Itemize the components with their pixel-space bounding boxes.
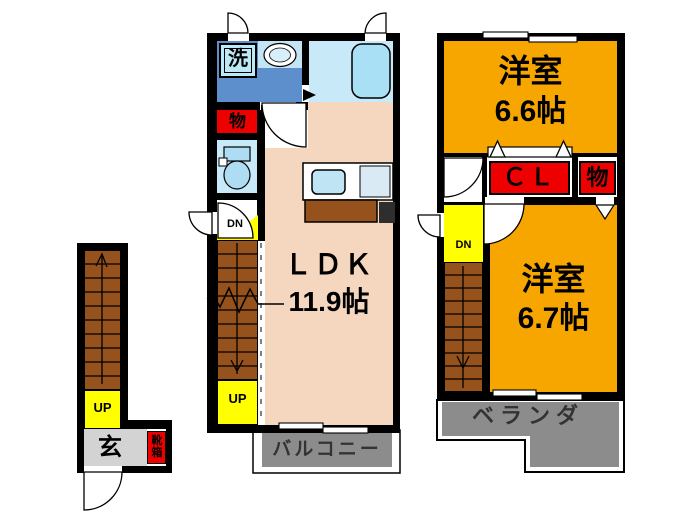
toilet-fixture bbox=[218, 146, 251, 190]
wash-basin bbox=[263, 42, 297, 68]
door-arc-landing-2f bbox=[443, 157, 484, 198]
bath-door-marker bbox=[303, 89, 316, 101]
window-2f-top-left bbox=[482, 31, 529, 39]
walls-2f bbox=[437, 33, 625, 400]
door-arc-side-2f bbox=[417, 214, 441, 238]
balcony-floor bbox=[262, 433, 392, 467]
walls-entrance bbox=[77, 243, 172, 473]
closet-door-marker-right bbox=[554, 139, 573, 158]
closet-door-marker-left bbox=[488, 139, 507, 158]
up-cell-entrance bbox=[84, 390, 121, 429]
window-2f-veranda-left bbox=[492, 389, 537, 397]
storage-2f-door-marker bbox=[594, 204, 616, 221]
dn-cell-2f bbox=[444, 205, 483, 262]
stair-break-line bbox=[206, 286, 284, 314]
door-arc-hall bbox=[261, 102, 307, 148]
closet-front-panel bbox=[487, 146, 573, 158]
stair-opening-strip bbox=[258, 240, 265, 425]
stair-treads-2f bbox=[444, 266, 483, 388]
door-arc-top-right bbox=[364, 12, 387, 34]
window-1f-balcony-right bbox=[322, 426, 369, 434]
window-2f-top-right bbox=[528, 35, 578, 43]
door-arc-genkan bbox=[83, 471, 123, 511]
room-2f-67 bbox=[490, 205, 617, 392]
door-arc-top-left bbox=[227, 12, 249, 34]
stair-treads-entrance bbox=[84, 252, 121, 384]
kitchen-counter bbox=[302, 162, 395, 223]
shoebox bbox=[147, 431, 166, 464]
windows bbox=[278, 31, 583, 434]
door-arcs bbox=[83, 12, 525, 511]
room-2f-66 bbox=[444, 41, 617, 157]
door-arc-side-1f bbox=[188, 211, 213, 236]
closet-cl-box bbox=[489, 161, 570, 195]
up-cell-1f bbox=[217, 380, 258, 425]
kitchen-sink bbox=[311, 169, 346, 195]
window-1f-balcony-left bbox=[278, 422, 324, 430]
storage-2f-box bbox=[579, 161, 616, 195]
genkan bbox=[84, 429, 147, 466]
kitchen-cabinet bbox=[304, 199, 378, 223]
laundry-box bbox=[219, 43, 257, 78]
bathtub bbox=[351, 43, 391, 99]
veranda-floor bbox=[442, 402, 619, 467]
storage-1f bbox=[217, 110, 258, 133]
door-arc-dn-1f bbox=[217, 202, 254, 239]
refrigerator-space bbox=[379, 202, 395, 223]
window-2f-veranda-right bbox=[536, 393, 583, 401]
room-ldk bbox=[265, 102, 393, 425]
door-arc-room67 bbox=[483, 203, 525, 245]
